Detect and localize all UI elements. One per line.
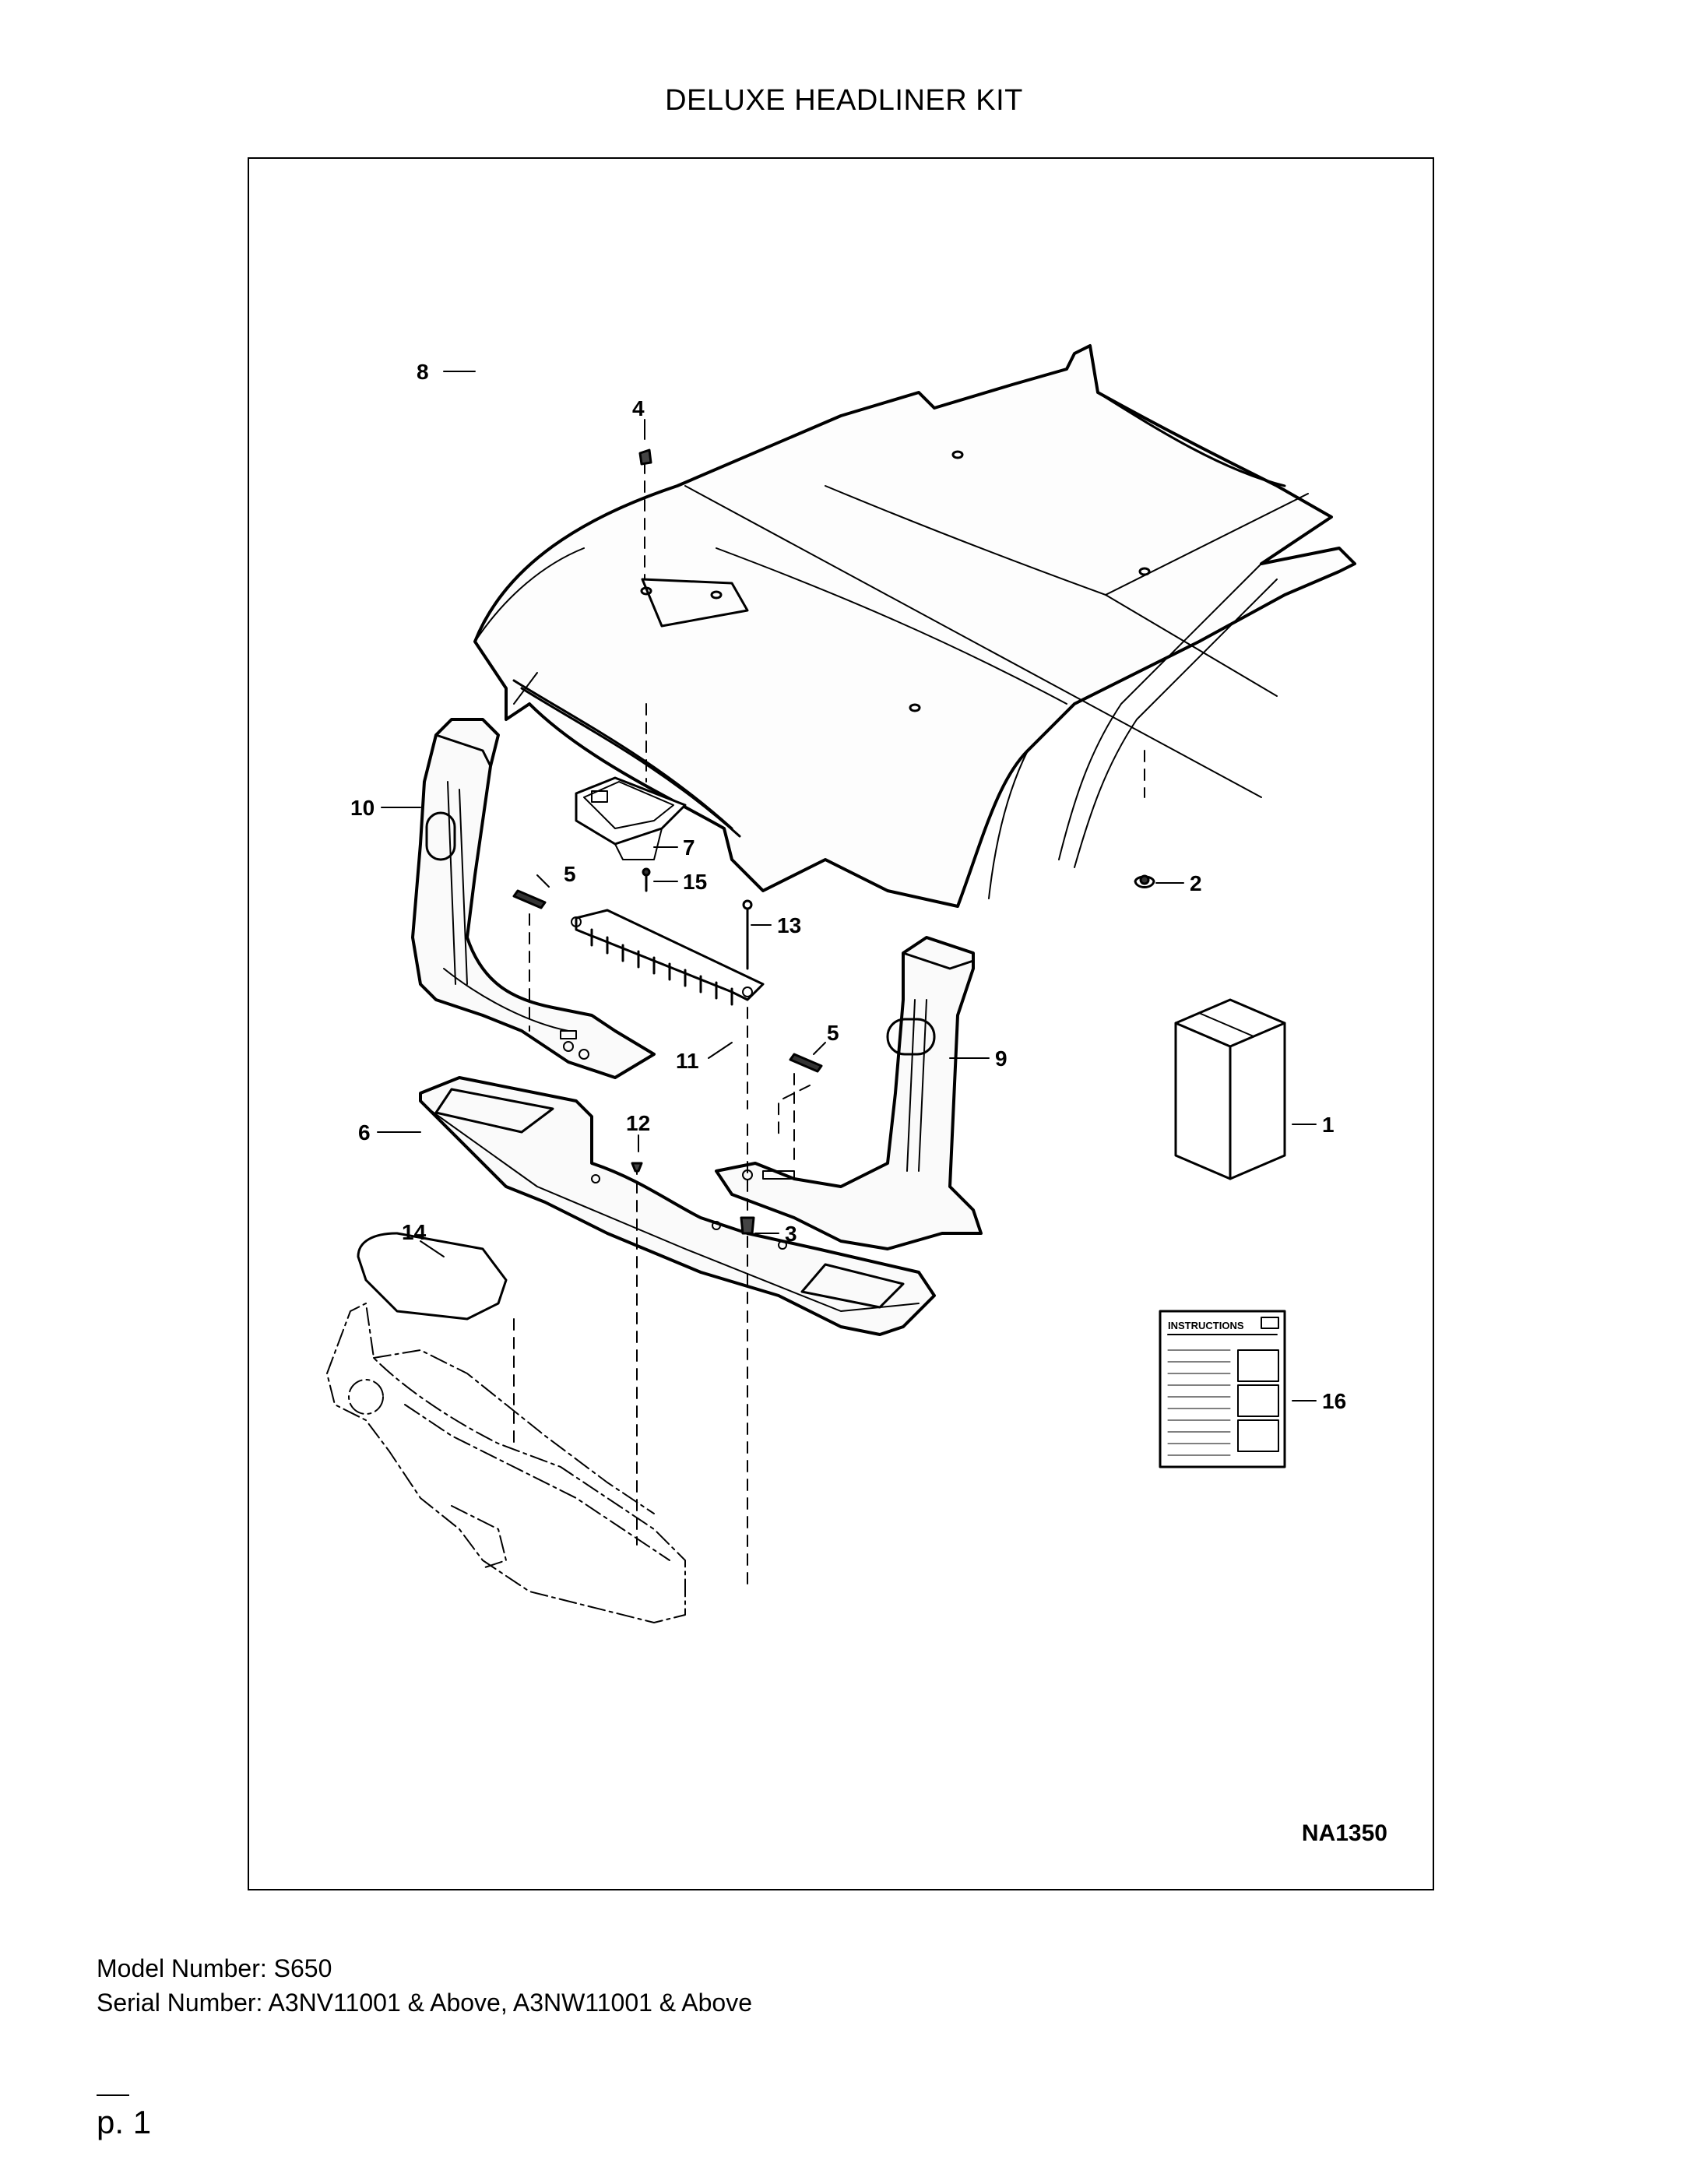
callout-14: 14 [402,1220,427,1244]
callout-3: 3 [785,1222,797,1246]
callout-7: 7 [683,835,695,860]
page-title: DELUXE HEADLINER KIT [665,84,1023,117]
serial-number: Serial Number: A3NV11001 & Above, A3NW11… [97,1989,752,2017]
fastener-part-3 [740,1216,755,1235]
dome-light-part-7 [575,776,687,860]
left-post-trim-part-10 [411,718,656,1079]
callout-5b: 5 [827,1021,839,1045]
foam-pad-part-14 [357,1232,508,1321]
leader-lines [377,371,1317,1401]
clip-part-5b [789,1053,823,1073]
fastener-part-15-head [642,867,651,877]
clip-part-5a [512,889,547,909]
instructions-label: INSTRUCTIONS [1168,1320,1244,1331]
diagram-frame: INSTRUCTIONS 4 8 10 7 [248,157,1434,1890]
page-divider [97,2094,129,2096]
callout-15: 15 [683,870,707,894]
instructions-sheet-part-16: INSTRUCTIONS [1159,1310,1286,1468]
callout-1: 1 [1322,1113,1335,1137]
kit-box-part-1 [1174,998,1286,1180]
callout-16: 16 [1322,1389,1346,1413]
callout-6: 6 [358,1120,371,1145]
callout-13: 13 [777,913,801,937]
callout-10: 10 [350,796,375,820]
callout-11: 11 [676,1049,699,1073]
callout-5a: 5 [564,862,576,886]
exploded-parts-diagram: INSTRUCTIONS 4 8 10 7 [326,344,1356,1623]
callout-8: 8 [417,360,429,384]
right-post-trim-part-9 [715,936,983,1250]
page-number: p. 1 [97,2104,152,2140]
floor-trim-part-6 [419,1076,936,1336]
callout-12: 12 [626,1111,650,1135]
callout-9: 9 [995,1046,1008,1071]
fastener-part-12 [631,1162,643,1173]
bracket-part-11 [571,909,765,1006]
model-number: Model Number: S650 [97,1954,332,1982]
callout-4: 4 [632,396,645,420]
fastener-part-4 [638,448,652,466]
figure-id: NA1350 [1301,1820,1387,1846]
machine-frame-outline [326,1303,686,1623]
explode-lines [513,462,1145,1584]
callout-labels: 4 8 10 7 15 5 2 13 11 5 9 1 6 12 3 14 16 [350,360,1346,1413]
fasteners [631,448,1155,1235]
callout-2: 2 [1190,871,1202,895]
